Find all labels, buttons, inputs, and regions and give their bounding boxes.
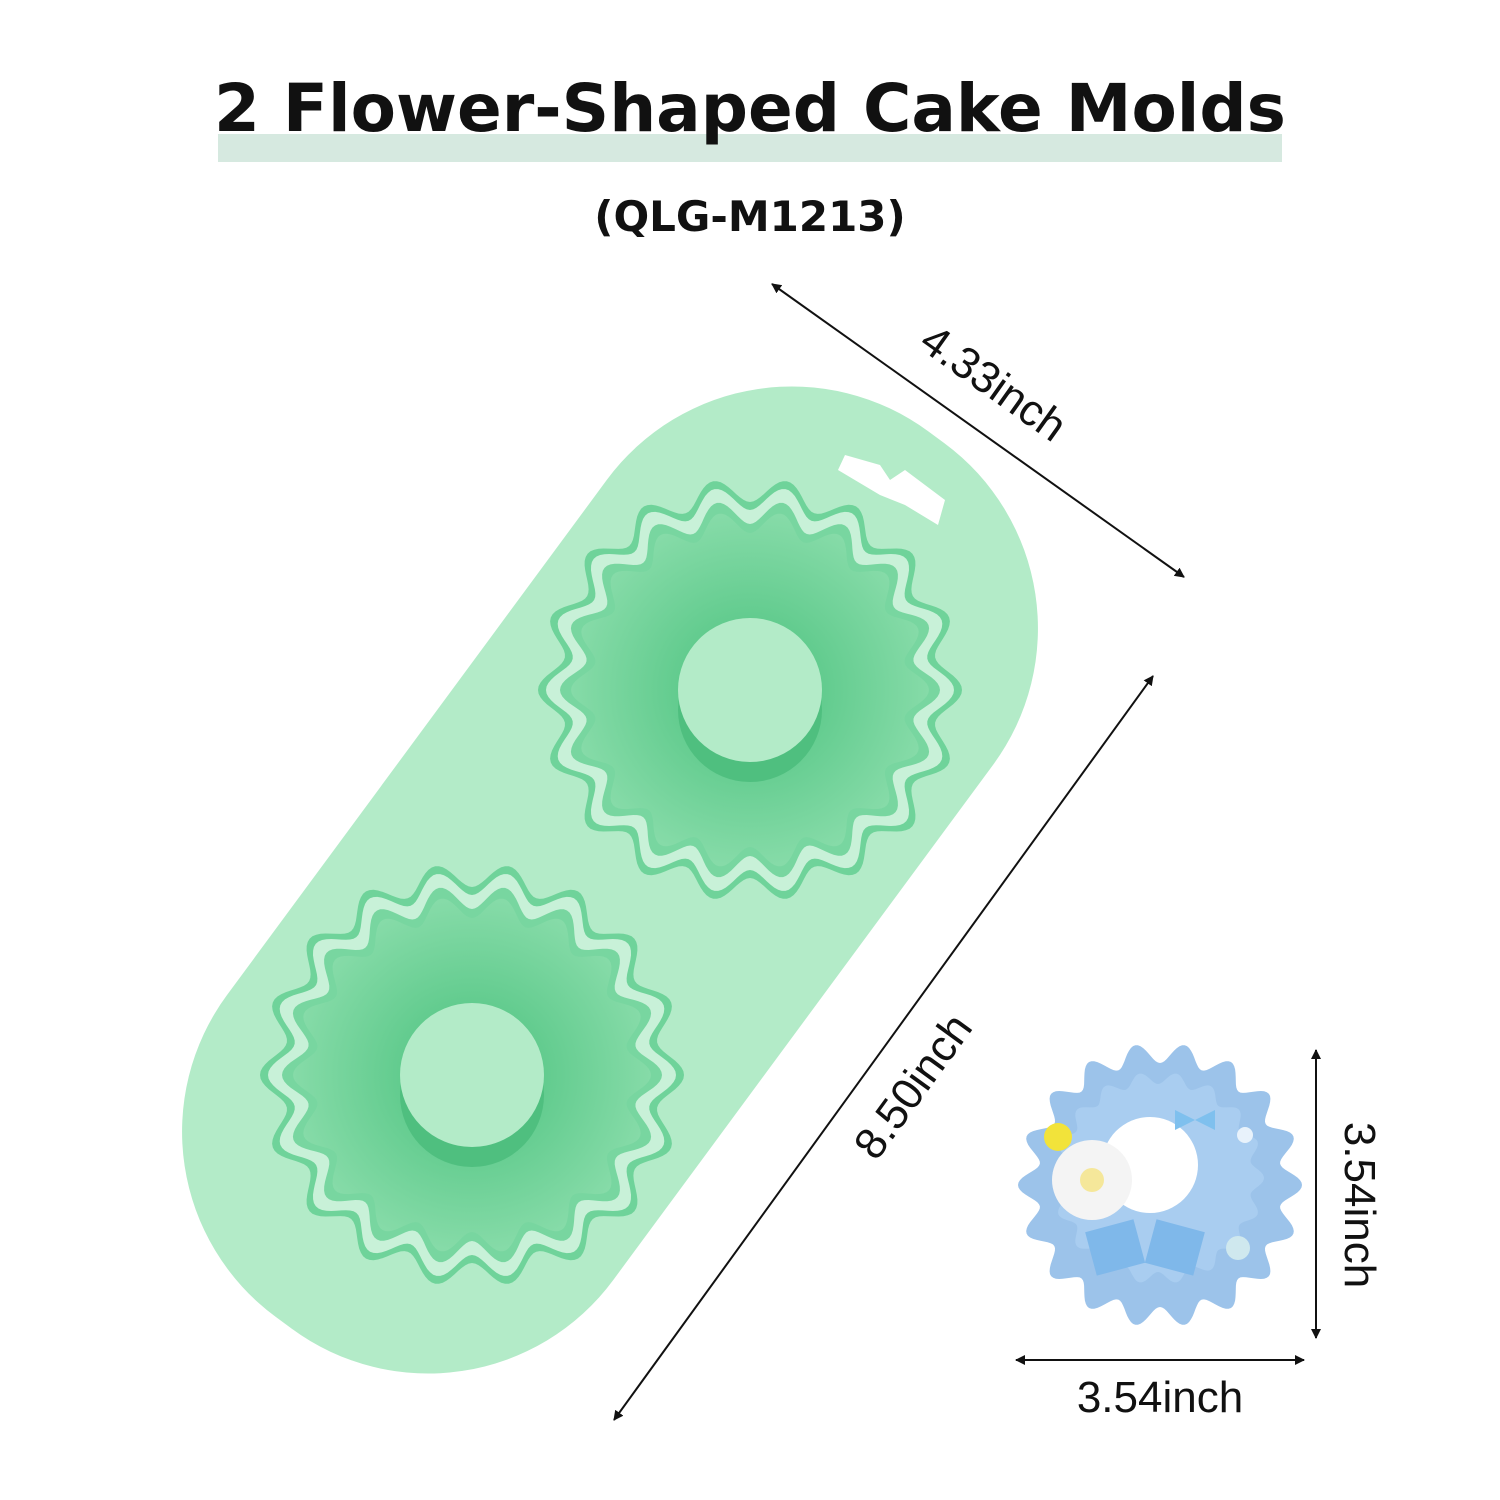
cake-width-label: 3.54inch — [1077, 1373, 1243, 1422]
number-tag-3 — [1144, 1219, 1205, 1276]
mold-tray — [182, 386, 1038, 1374]
daisy-decoration — [1052, 1140, 1132, 1220]
page-title: 2 Flower-Shaped Cake Molds — [214, 70, 1286, 147]
dimension-cake-height: 3.54inch — [1311, 1049, 1384, 1339]
cake-height-label: 3.54inch — [1335, 1122, 1384, 1288]
mold-width-label: 4.33inch — [911, 315, 1075, 451]
center-tube — [678, 618, 822, 762]
dimension-cake-width: 3.54inch — [1015, 1355, 1305, 1422]
silicone-mold — [182, 386, 1038, 1374]
finished-cake — [1018, 1045, 1302, 1325]
model-number: (QLG-M1213) — [594, 192, 906, 241]
mold-length-label: 8.50inch — [845, 1005, 982, 1168]
yellow-pearl — [1044, 1123, 1072, 1151]
center-tube — [400, 1003, 544, 1147]
flower-cavity — [260, 866, 684, 1284]
pearl — [1226, 1236, 1250, 1260]
pearl — [1237, 1127, 1253, 1143]
bow-decoration — [1175, 1110, 1215, 1130]
title-highlight — [218, 134, 1282, 162]
